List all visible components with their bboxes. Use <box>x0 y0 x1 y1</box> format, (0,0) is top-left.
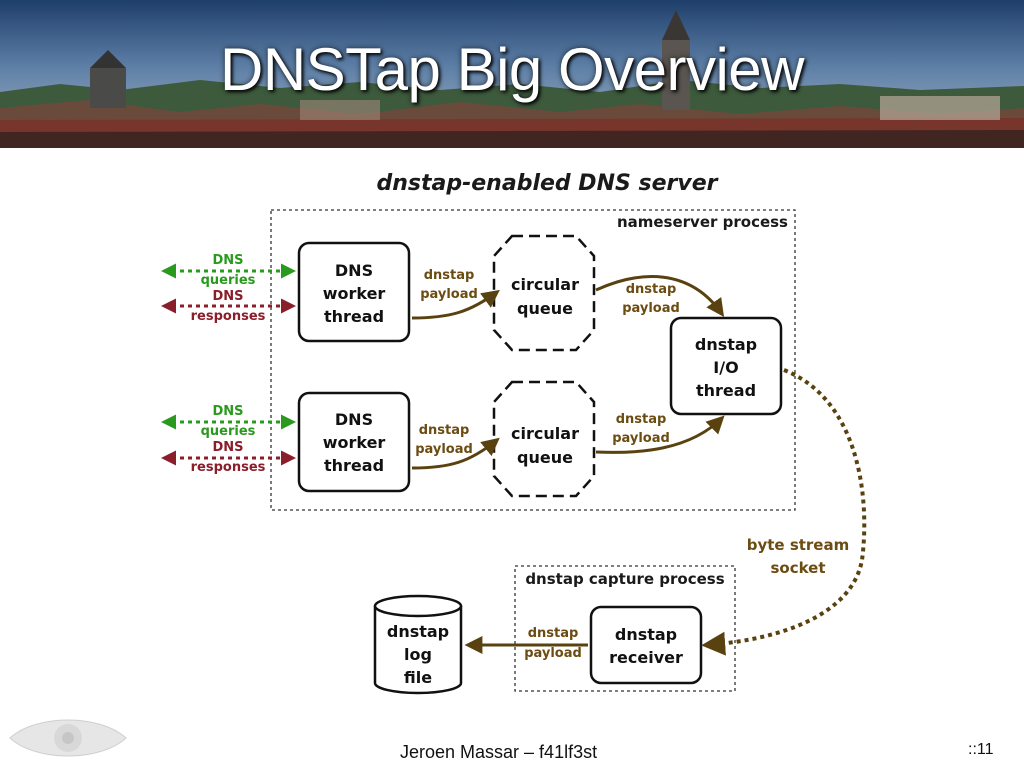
svg-text:thread: thread <box>324 307 384 326</box>
svg-text:DNS: DNS <box>212 253 243 268</box>
svg-text:queue: queue <box>517 448 573 467</box>
payload-label-1b: payload <box>420 287 478 302</box>
nameserver-process-region <box>270 209 796 511</box>
svg-text:DNS: DNS <box>212 404 243 419</box>
payload-arrow-queue1-io <box>595 275 725 317</box>
svg-text:circular: circular <box>511 424 579 443</box>
socket-label-line2: socket <box>770 559 825 577</box>
payload-arrow-worker2-queue2 <box>411 437 500 470</box>
page-number: ::11 <box>968 741 994 758</box>
dnstap-io-thread: dnstap I/O thread <box>669 316 783 416</box>
svg-text:receiver: receiver <box>609 648 683 667</box>
circular-queue-2: circular queue <box>492 380 596 498</box>
dns-worker-thread-2: DNS worker thread <box>297 391 411 493</box>
payload-arrow-worker1-queue1 <box>411 289 500 320</box>
svg-text:circular: circular <box>511 275 579 294</box>
nameserver-process-label: nameserver process <box>617 213 788 231</box>
payload-label-3: dnstap <box>626 282 677 297</box>
payload-label-5b: payload <box>524 646 582 661</box>
footer-author: Jeroen Massar – f41lf3st <box>400 742 598 762</box>
banner-city-photo <box>0 0 1024 148</box>
svg-text:DNS: DNS <box>212 440 243 455</box>
dns-traffic-arrows-2: DNS queries DNS responses <box>161 404 296 475</box>
svg-text:dnstap: dnstap <box>695 335 757 354</box>
payload-arrow-queue2-io <box>595 415 725 454</box>
svg-text:worker: worker <box>323 284 386 303</box>
svg-text:worker: worker <box>323 433 386 452</box>
svg-text:queries: queries <box>201 424 256 439</box>
payload-label-1: dnstap <box>424 268 475 283</box>
slide-title: DNSTap Big Overview <box>219 36 805 103</box>
svg-text:thread: thread <box>696 381 756 400</box>
payload-label-2: dnstap <box>419 423 470 438</box>
socket-label-line1: byte stream <box>747 536 850 554</box>
capture-process-label: dnstap capture process <box>525 570 724 588</box>
title-banner: DNSTap Big Overview <box>0 0 1024 148</box>
payload-label-4b: payload <box>612 431 670 446</box>
diagram-heading: dnstap-enabled DNS server <box>377 171 719 196</box>
svg-text:file: file <box>404 668 432 687</box>
svg-text:I/O: I/O <box>713 358 738 377</box>
svg-text:dnstap: dnstap <box>615 625 677 644</box>
svg-text:DNS: DNS <box>335 261 373 280</box>
dns-traffic-arrows-1: DNS queries DNS responses <box>161 253 296 324</box>
svg-text:responses: responses <box>191 309 266 324</box>
payload-label-2b: payload <box>415 442 473 457</box>
svg-text:DNS: DNS <box>212 289 243 304</box>
svg-text:thread: thread <box>324 456 384 475</box>
svg-text:queue: queue <box>517 299 573 318</box>
dnstap-log-file: dnstap log file <box>373 594 463 695</box>
svg-text:dnstap: dnstap <box>387 622 449 641</box>
svg-text:log: log <box>404 645 432 664</box>
payload-label-4: dnstap <box>616 412 667 427</box>
payload-label-5: dnstap <box>528 626 579 641</box>
eye-logo <box>9 719 127 757</box>
payload-label-3b: payload <box>622 301 680 316</box>
dnstap-receiver: dnstap receiver <box>589 605 703 685</box>
svg-text:responses: responses <box>191 460 266 475</box>
svg-text:DNS: DNS <box>335 410 373 429</box>
capture-process-region <box>514 565 736 692</box>
dns-worker-thread-1: DNS worker thread <box>297 241 411 343</box>
circular-queue-1: circular queue <box>492 234 596 352</box>
svg-text:queries: queries <box>201 273 256 288</box>
